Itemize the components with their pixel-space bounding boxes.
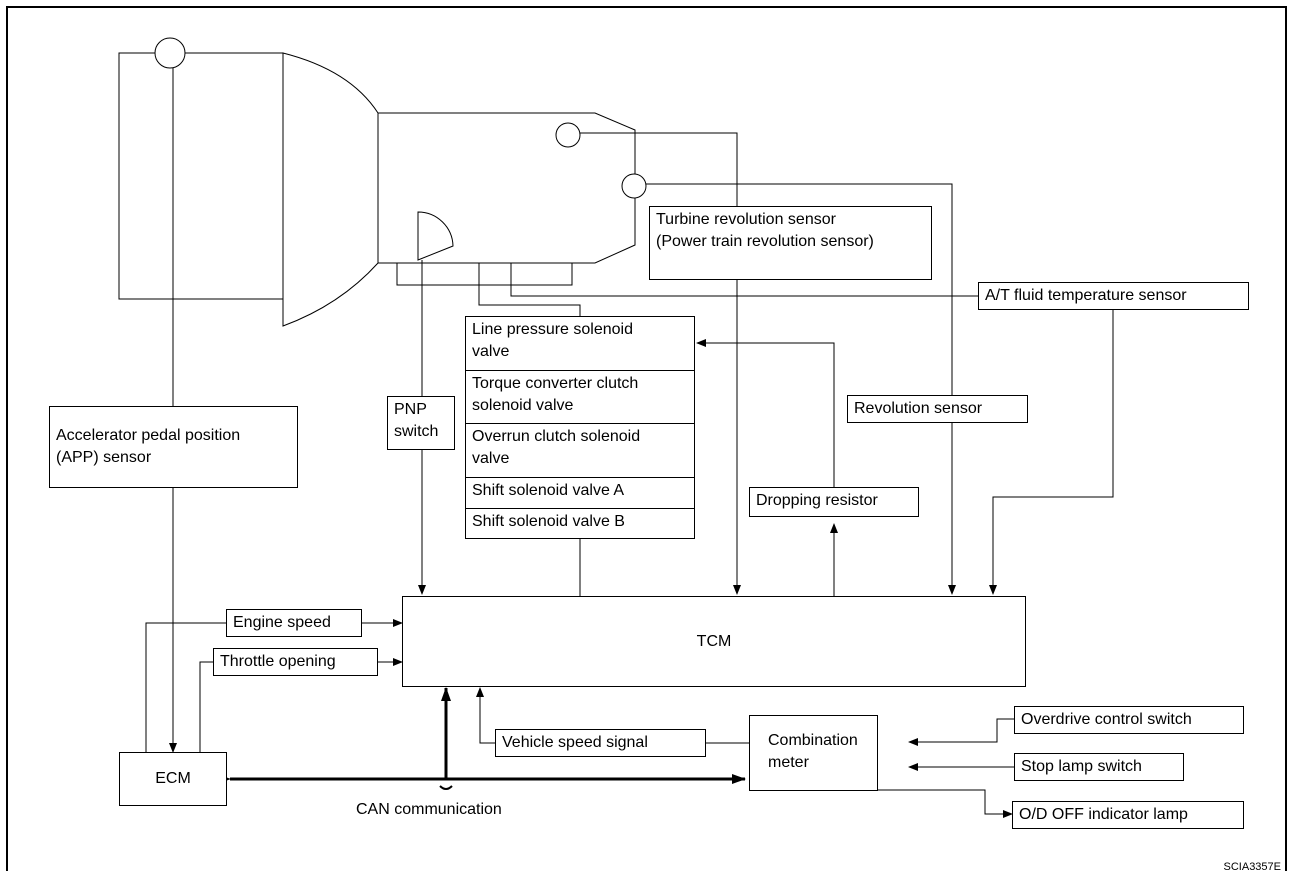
solenoid-valve-stack: Line pressure solenoid valve Torque conv…: [465, 316, 695, 539]
tcm-label: TCM: [696, 632, 732, 650]
shift-solenoid-b: Shift solenoid valve B: [472, 513, 625, 530]
engine-outline: [118, 52, 284, 300]
overdrive-control-switch-box: Overdrive control switch: [1014, 706, 1244, 734]
figure-code: SCIA3357E: [1223, 861, 1281, 873]
shift-solenoid-a: Shift solenoid valve A: [466, 478, 694, 509]
pnp-switch-icon: [417, 211, 454, 261]
dropping-resistor-box: Dropping resistor: [749, 487, 919, 517]
ecm-box: ECM: [119, 752, 227, 806]
revolution-sensor-icon: [621, 173, 647, 199]
turbine-sensor-icon: [555, 122, 581, 148]
stop-lamp-switch-box: Stop lamp switch: [1014, 753, 1184, 781]
od-off-indicator-lamp-box: O/D OFF indicator lamp: [1012, 801, 1244, 829]
throttle-opening-label: Throttle opening: [213, 648, 378, 676]
overrun-clutch-solenoid: Overrun clutch solenoid valve: [466, 424, 694, 478]
combination-meter-box: Combination meter: [749, 715, 878, 791]
app-sensor-icon: [154, 37, 186, 69]
transmission-case: [378, 112, 636, 264]
torque-converter-housing: [282, 52, 379, 327]
turbine-revolution-sensor-box: Turbine revolution sensor (Power train r…: [649, 206, 932, 280]
line-pressure-solenoid: Line pressure solenoid valve: [466, 317, 694, 371]
ecm-label: ECM: [155, 770, 191, 787]
pnp-switch-box: PNP switch: [387, 396, 455, 450]
vehicle-speed-signal-label: Vehicle speed signal: [495, 729, 706, 757]
diagram-frame: [6, 6, 1287, 871]
tcm-box: TCM: [402, 596, 1026, 687]
can-communication-label: CAN communication: [356, 801, 502, 818]
revolution-sensor-box: Revolution sensor: [847, 395, 1028, 423]
app-sensor-box: Accelerator pedal position (APP) sensor: [49, 406, 298, 488]
fluid-temperature-sensor-box: A/T fluid temperature sensor: [978, 282, 1249, 310]
engine-speed-label: Engine speed: [226, 609, 362, 637]
control-valve-body: [396, 263, 573, 286]
torque-converter-clutch-solenoid: Torque converter clutch solenoid valve: [466, 371, 694, 424]
